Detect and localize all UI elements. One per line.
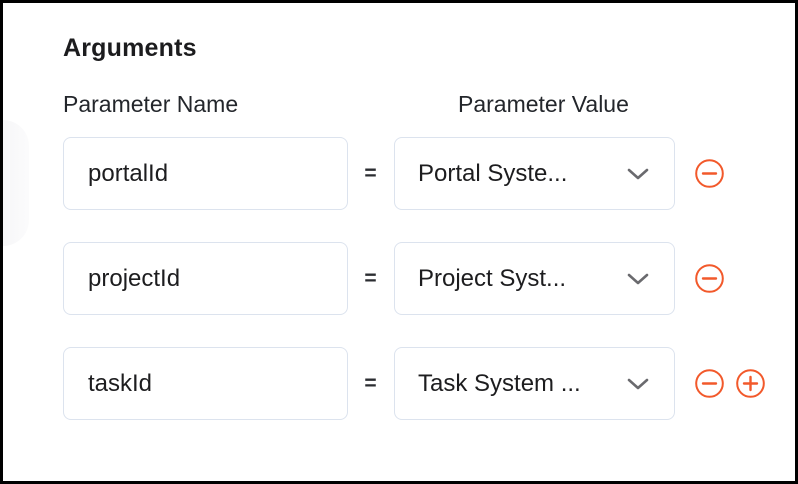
plus-circle-icon xyxy=(736,369,765,398)
chevron-down-icon xyxy=(627,273,649,285)
dropdown-selected-value: Portal Syste... xyxy=(418,159,568,187)
parameter-value-dropdown[interactable]: Project Syst... xyxy=(394,242,675,315)
parameter-name-input[interactable] xyxy=(63,347,348,420)
parameter-name-header: Parameter Name xyxy=(63,91,239,117)
minus-circle-icon xyxy=(695,264,724,293)
panel-title: Arguments xyxy=(63,34,197,62)
equals-sign: = xyxy=(364,371,377,395)
add-row-button[interactable] xyxy=(736,369,765,398)
argument-row-taskid: = Task System ... xyxy=(63,347,765,420)
minus-circle-icon xyxy=(695,159,724,188)
chevron-down-icon xyxy=(627,168,649,180)
parameter-value-header: Parameter Value xyxy=(458,91,629,117)
argument-row-projectid: = Project Syst... xyxy=(63,242,765,315)
parameter-value-dropdown[interactable]: Portal Syste... xyxy=(394,137,675,210)
chevron-down-icon xyxy=(627,378,649,390)
parameter-name-input[interactable] xyxy=(63,242,348,315)
minus-circle-icon xyxy=(695,369,724,398)
equals-sign: = xyxy=(364,266,377,290)
remove-row-button[interactable] xyxy=(695,264,724,293)
argument-row-portalid: = Portal Syste... xyxy=(63,137,765,210)
dropdown-selected-value: Task System ... xyxy=(418,369,581,397)
equals-sign: = xyxy=(364,161,377,185)
arguments-rows: = Portal Syste... = Proje xyxy=(63,137,765,420)
remove-row-button[interactable] xyxy=(695,369,724,398)
edge-decoration xyxy=(3,120,29,246)
row-actions xyxy=(695,264,724,293)
parameter-value-dropdown[interactable]: Task System ... xyxy=(394,347,675,420)
remove-row-button[interactable] xyxy=(695,159,724,188)
parameter-name-input[interactable] xyxy=(63,137,348,210)
row-actions xyxy=(695,159,724,188)
row-actions xyxy=(695,369,765,398)
dropdown-selected-value: Project Syst... xyxy=(418,264,567,292)
